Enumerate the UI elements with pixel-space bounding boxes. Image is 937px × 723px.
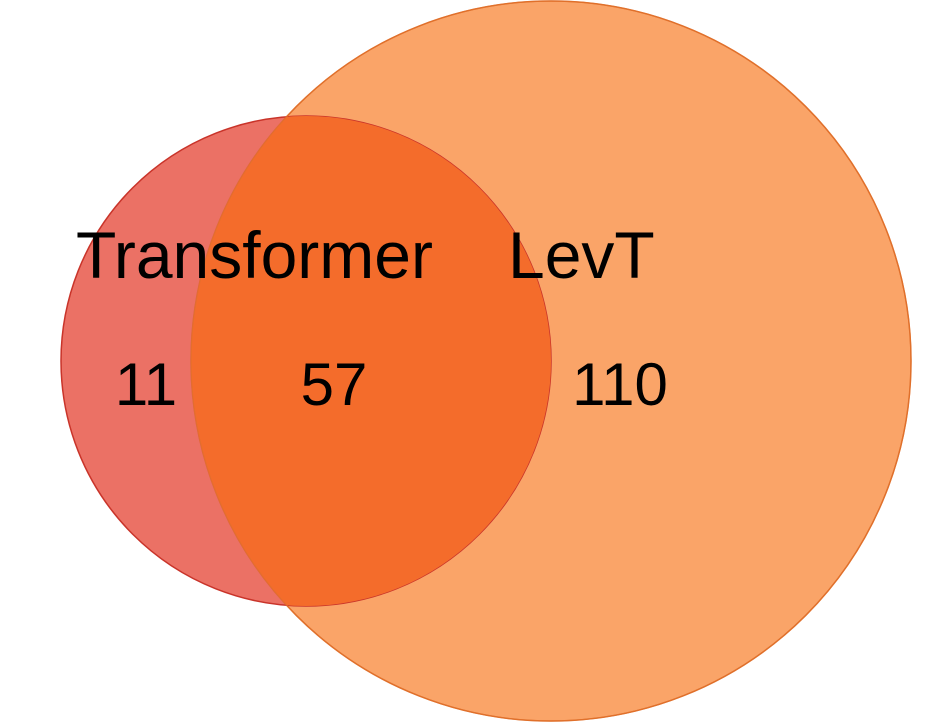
levt-outline <box>190 0 912 722</box>
intersection-region <box>191 116 551 606</box>
transformer-only-count: 11 <box>115 351 177 418</box>
levt-label: LevT <box>508 218 655 292</box>
intersection-count: 57 <box>301 351 368 418</box>
transformer-label: Transformer <box>76 218 433 292</box>
levt-only-count: 110 <box>572 351 668 418</box>
